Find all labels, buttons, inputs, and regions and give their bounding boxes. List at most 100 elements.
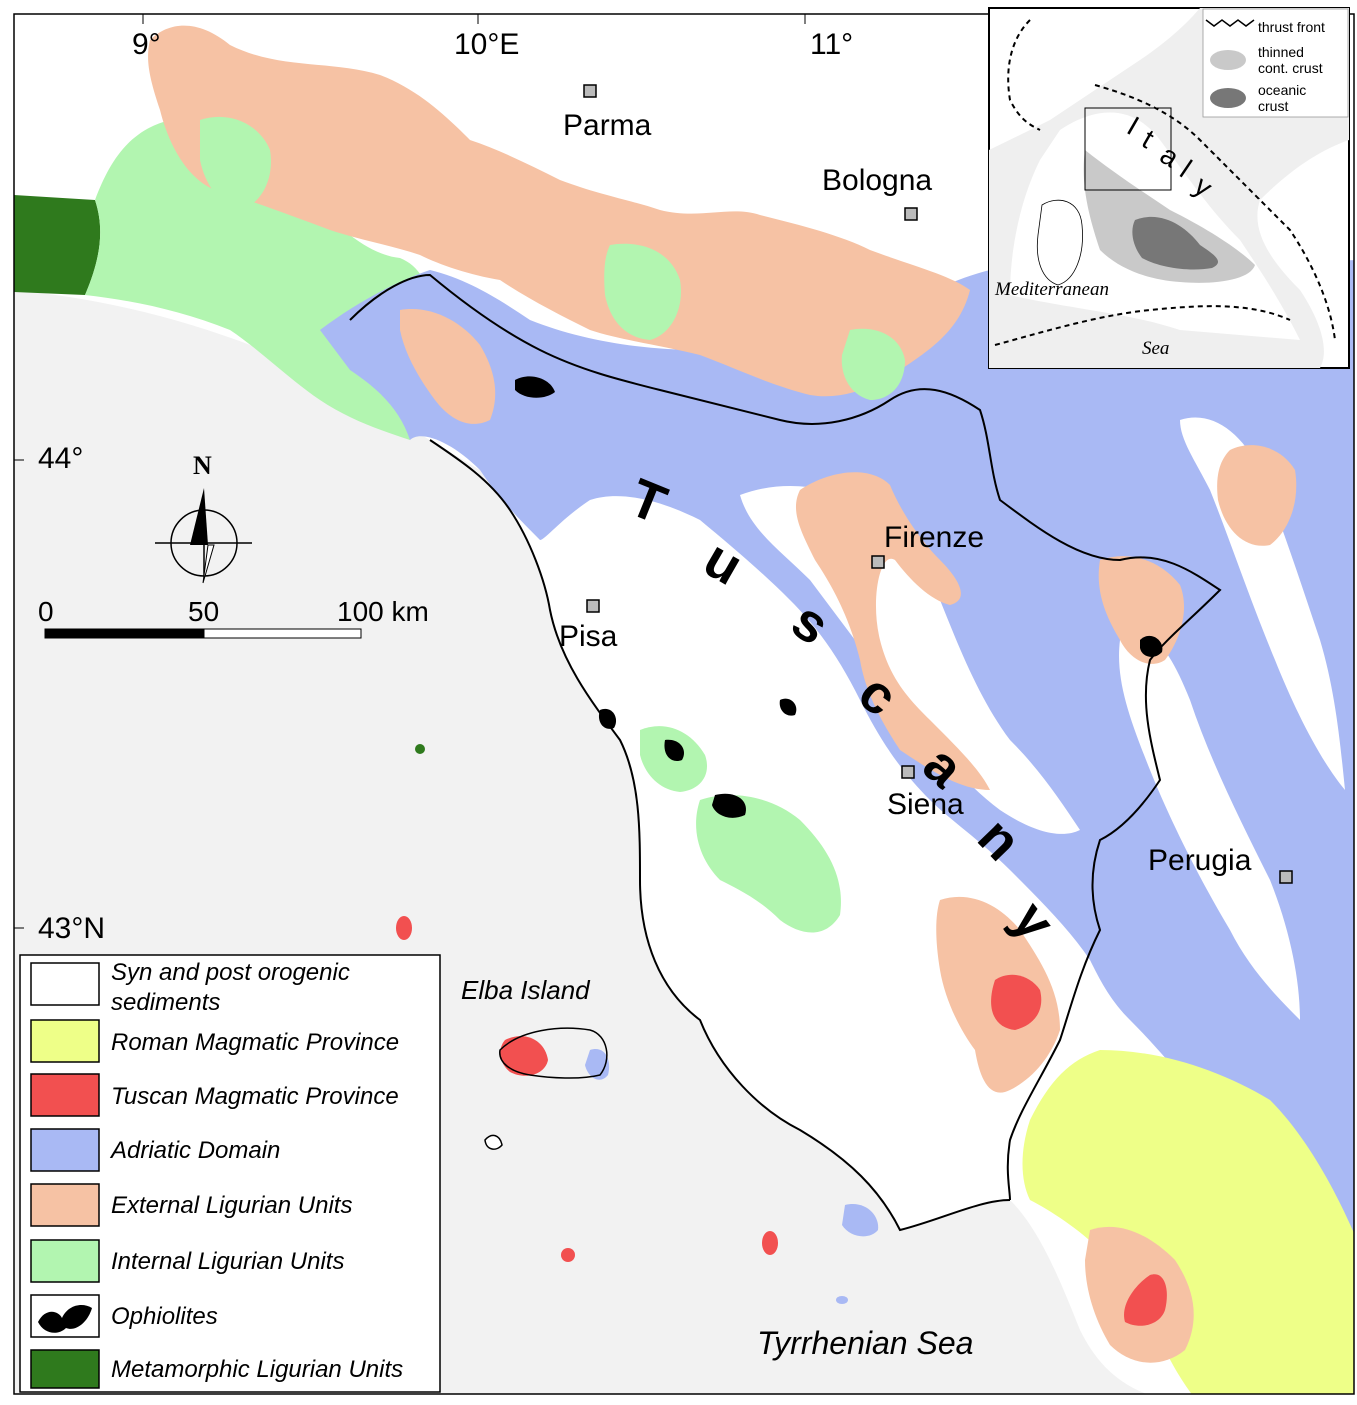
adriatic-domain-main <box>320 260 1354 1269</box>
inset-sea-label: Sea <box>1142 338 1169 359</box>
city-siena: Siena <box>887 765 964 821</box>
map-frame <box>13 13 1355 1395</box>
city-label: Siena <box>887 788 964 821</box>
city-label: Firenze <box>884 521 984 554</box>
adriatic-orbetello <box>842 1204 879 1237</box>
legend-label: Tuscan Magmatic Province <box>111 1083 399 1110</box>
square-marker-icon <box>1279 870 1293 884</box>
city-pisa: Pisa <box>559 599 618 653</box>
inset-legend-label: thrust front <box>1258 19 1325 35</box>
tyrrhenian-sea-label: Tyrrhenian Sea <box>757 1325 973 1361</box>
ophiolite-patch-4 <box>664 739 685 762</box>
lat-label-44: 44° <box>38 442 83 475</box>
legend-label: Adriatic Domain <box>109 1137 280 1164</box>
legend-swatch <box>30 1073 100 1117</box>
ophiolite-patch-6 <box>779 698 797 716</box>
city-label: Parma <box>563 109 652 142</box>
thrust-front-icon <box>1205 19 1255 27</box>
external-ligurian-north <box>148 25 971 397</box>
scale-segment-black <box>44 628 205 639</box>
compass-needle-north <box>190 488 208 545</box>
external-ligurian-coast <box>400 309 496 424</box>
inset-study-area-box <box>1084 107 1172 191</box>
legend-swatch <box>30 1019 100 1063</box>
scale-tick-50: 50 <box>188 596 219 627</box>
tuscany-boundary <box>349 273 1222 1201</box>
legend-item-ophiolites: Ophiolites <box>30 1294 218 1338</box>
lon-label-9: 9° <box>132 28 161 61</box>
north-label: N <box>193 451 212 480</box>
lon-label-11: 11° <box>810 28 853 61</box>
inset-map: thrust front thinned cont. crust oceanic… <box>988 7 1350 369</box>
compass-needle-south <box>202 544 215 584</box>
square-marker-icon <box>583 84 597 98</box>
ophiolite-patch-5 <box>598 708 617 729</box>
inset-legend-label-line2: crust <box>1258 98 1288 114</box>
ophiolite-swatch-shape <box>38 1305 92 1333</box>
city-bologna: Bologna <box>822 164 932 221</box>
inset-legend-thinned: thinned cont. crust <box>1210 44 1323 76</box>
inset-mediterranean-label: Mediterranean <box>994 279 1109 300</box>
scale-segment-white <box>203 628 362 639</box>
inset-oceanic-crust <box>1132 216 1219 270</box>
inset-legend-label: thinned <box>1258 44 1304 60</box>
legend-item-tuscan-magmatic: Tuscan Magmatic Province <box>30 1073 399 1117</box>
elba-island-outline <box>499 1027 608 1079</box>
legend-item-metamorphic-ligurian: Metamorphic Ligurian Units <box>30 1349 403 1389</box>
scale-tick-0: 0 <box>38 596 54 627</box>
legend-item-roman-magmatic: Roman Magmatic Province <box>30 1019 399 1063</box>
roman-magmatic-area <box>1022 1050 1354 1394</box>
legend-label-line2: sediments <box>111 989 220 1016</box>
ophiolite-patch-3 <box>712 793 746 818</box>
lon-label-10: 10°E <box>454 28 519 61</box>
inset-legend-oceanic: oceanic crust <box>1210 82 1306 114</box>
north-arrow-icon: N <box>155 451 252 584</box>
legend-item-internal-ligurian: Internal Ligurian Units <box>30 1239 344 1283</box>
sediment-patch-tiber <box>1119 633 1300 1020</box>
inset-legend-swatch <box>1210 50 1246 70</box>
square-marker-icon <box>871 555 885 569</box>
legend-label: Internal Ligurian Units <box>111 1248 344 1275</box>
city-perugia: Perugia <box>1148 844 1293 884</box>
city-label: Perugia <box>1148 844 1252 877</box>
legend-swatch <box>30 1349 100 1389</box>
legend-swatch <box>30 1128 100 1172</box>
internal-ligurian-north-green <box>604 243 681 340</box>
inset-legend-label: oceanic <box>1258 82 1306 98</box>
legend: Syn and post orogenic sediments Roman Ma… <box>19 954 441 1393</box>
inset-legend-thrust: thrust front <box>1205 19 1325 35</box>
internal-ligurian-pontremoli <box>200 116 271 210</box>
inset-sardinia <box>1036 199 1083 286</box>
tuscan-magmatic-montecristo <box>561 1248 575 1262</box>
legend-label: Syn and post orogenic <box>111 959 350 986</box>
tuscan-magmatic-south <box>1124 1274 1167 1326</box>
legend-item-external-ligurian: External Ligurian Units <box>30 1183 352 1227</box>
legend-label: External Ligurian Units <box>111 1192 352 1219</box>
adriatic-elba-east <box>585 1049 610 1080</box>
pianosa-islet <box>484 1134 503 1150</box>
legend-label: Metamorphic Ligurian Units <box>111 1356 403 1383</box>
legend-item-syn-post-orogenic: Syn and post orogenic sediments <box>30 959 350 1016</box>
city-parma: Parma <box>563 84 652 142</box>
external-ligurian-chianti <box>795 472 990 790</box>
inset-thrust-front-west <box>1007 19 1041 131</box>
square-marker-icon <box>586 599 600 613</box>
elba-island-label: Elba Island <box>461 975 591 1005</box>
metamorphic-ligurian-islet <box>415 744 425 754</box>
legend-swatch <box>30 1239 100 1283</box>
legend-label: Ophiolites <box>111 1303 218 1330</box>
tuscan-magmatic-capraia <box>396 916 412 940</box>
lat-label-43: 43°N <box>38 912 105 945</box>
tuscan-magmatic-amiata <box>991 974 1042 1030</box>
internal-ligurian-mugello <box>841 328 905 400</box>
adriatic-islet-south <box>836 1296 848 1304</box>
inset-legend-label-line2: cont. crust <box>1258 60 1323 76</box>
city-label: Pisa <box>559 620 618 653</box>
ophiolite-patch-1 <box>515 376 555 398</box>
inset-thinned-crust <box>1083 150 1255 283</box>
tuscan-magmatic-giglio <box>762 1231 778 1255</box>
external-ligurian-east <box>1217 445 1297 546</box>
legend-swatch <box>30 1183 100 1227</box>
scale-tick-100: 100 km <box>337 596 429 627</box>
